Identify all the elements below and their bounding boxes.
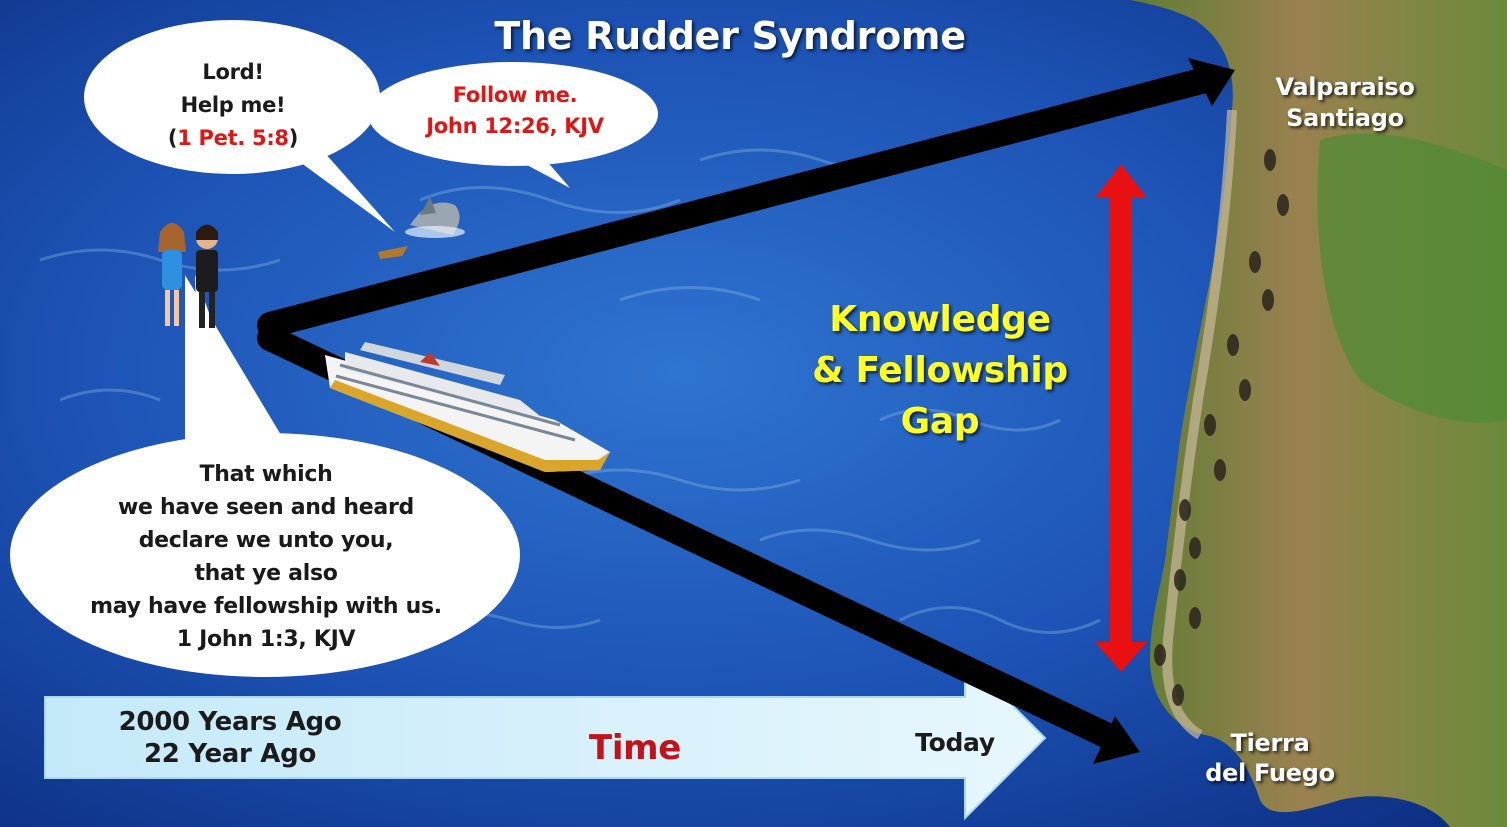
follow-line-1: Follow me. [452,83,578,107]
gap-line-1: Knowledge [829,299,1051,340]
lord-line-1: Lord! [202,60,264,84]
lord-bubble [84,20,395,232]
seen-line-6: 1 John 1:3, KJV [176,627,356,652]
seen-line-1: That which [199,462,333,487]
years-ago-22: 22 Year Ago [143,739,317,769]
follow-bubble [368,62,658,188]
timeline-center-label: Time [588,728,682,768]
gap-label: Knowledge & Fellowship Gap [760,294,1120,447]
gap-line-3: Gap [900,401,980,442]
gap-line-2: & Fellowship [812,350,1068,391]
follow-bubble-text: Follow me. John 12:26, KJV [380,80,650,142]
lord-line-2: Help me! [180,93,286,117]
del-fuego-label: del Fuego [1205,759,1335,787]
north-place-label: Valparaiso Santiago [1230,72,1460,134]
lord-bubble-text: Lord! Help me! (1 Pet. 5:8) [128,56,338,155]
timeline-start-label: 2000 Years Ago 22 Year Ago [100,706,360,770]
timeline-arrow[interactable] [44,655,1047,821]
paren-close: ) [288,126,299,150]
lower-course-arrowhead [1093,716,1140,764]
tierra-label: Tierra [1230,729,1310,757]
gap-arrow [1095,164,1147,672]
timeline-end-label: Today [915,728,995,757]
seen-line-5: may have fellowship with us. [90,594,442,619]
years-ago-2000: 2000 Years Ago [118,707,342,737]
cruise-ship-icon [325,342,610,472]
green-interior [1317,133,1507,423]
upper-course-arrow [257,67,1218,338]
andes-ridge [1162,109,1237,740]
follow-line-2: John 12:26, KJV [426,114,604,138]
lord-scripture-ref: 1 Pet. 5:8 [177,126,289,150]
santiago-label: Santiago [1286,104,1404,132]
seen-line-2: we have seen and heard [118,495,414,520]
footprints-icon [1154,149,1289,706]
seen-line-4: that ye also [194,561,338,586]
valparaiso-label: Valparaiso [1275,73,1415,101]
paren-open: ( [167,126,178,150]
small-boat-icon [378,246,408,259]
couple-figures-icon [158,223,218,328]
lord-reference: (1 Pet. 5:8) [128,122,338,155]
seen-bubble-text: That which we have seen and heard declar… [36,458,496,656]
upper-course-arrowhead [1188,58,1235,106]
shark-icon [405,197,465,238]
slide-title: The Rudder Syndrome [494,14,966,58]
south-place-label: Tierra del Fuego [1170,728,1370,788]
seen-line-3: declare we unto you, [138,528,394,553]
